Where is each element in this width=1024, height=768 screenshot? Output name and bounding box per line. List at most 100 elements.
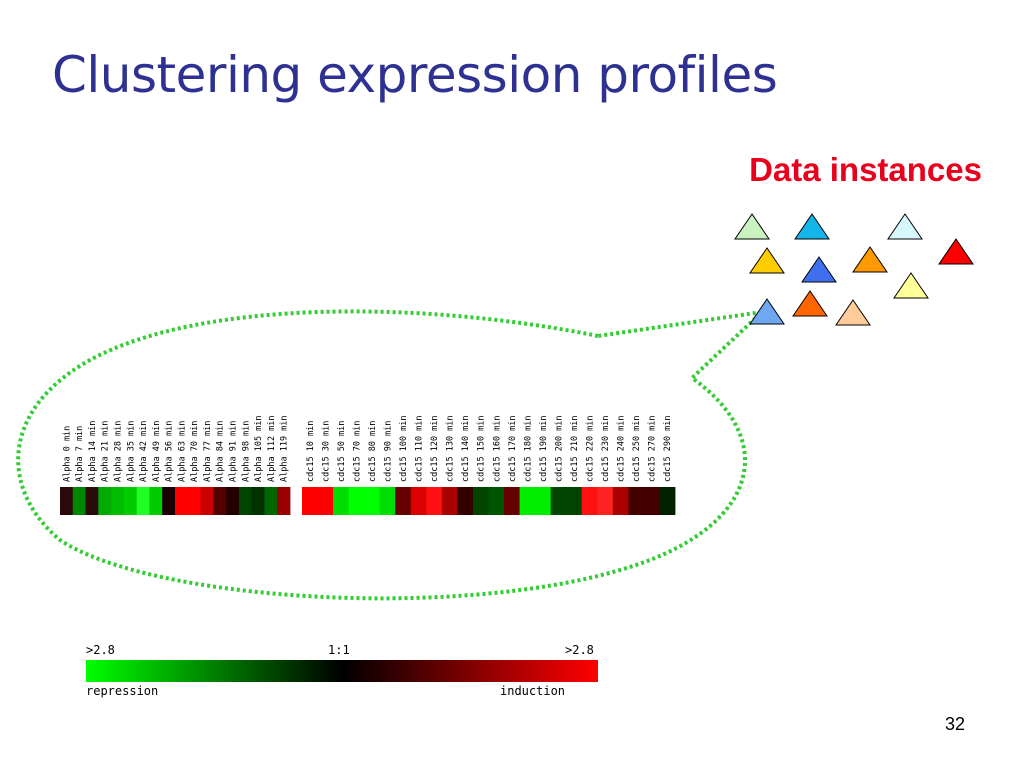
heatmap-column-label: cdc15 190 min: [539, 415, 549, 482]
heatmap-column-label: Alpha 56 min: [165, 421, 175, 482]
heatmap-column-label: Alpha 49 min: [152, 421, 162, 482]
heatmap-cell: [535, 487, 552, 515]
heatmap-column-label: Alpha 21 min: [101, 421, 111, 482]
heatmap-cell: [519, 487, 536, 515]
triangle-instance: [734, 213, 770, 240]
heatmap-cell: [60, 487, 74, 515]
heatmap-cell: [395, 487, 412, 515]
triangle-instance: [801, 256, 837, 283]
heatmap-column-label: cdc15 90 min: [383, 421, 393, 482]
heatmap-cell: [85, 487, 99, 515]
slide-title: Clustering expression profiles: [52, 46, 778, 104]
heatmap-column-label: cdc15 240 min: [617, 415, 627, 482]
heatmap-cell: [612, 487, 629, 515]
triangle-instance: [852, 246, 888, 273]
color-scale-bar: [86, 660, 598, 682]
scale-induction-label: induction: [500, 684, 566, 698]
triangle-group: [734, 213, 974, 326]
heatmap-cell: [187, 487, 201, 515]
heatmap-column-label: cdc15 250 min: [632, 415, 642, 482]
heatmap-cell: [597, 487, 614, 515]
scale-center-value: 1:1: [328, 643, 350, 657]
heatmap-cell: [348, 487, 365, 515]
heatmap-row: [60, 487, 676, 515]
heatmap-column-label: cdc15 140 min: [461, 415, 471, 482]
heatmap-column-label: Alpha 91 min: [229, 421, 239, 482]
heatmap-cell: [72, 487, 86, 515]
heatmap-column-label: cdc15 230 min: [601, 415, 611, 482]
heatmap-column-label: cdc15 30 min: [321, 421, 331, 482]
heatmap-cell: [213, 487, 227, 515]
heatmap-column-label: Alpha 63 min: [177, 421, 187, 482]
heatmap-cell: [364, 487, 381, 515]
triangle-instance: [893, 272, 929, 299]
heatmap-cell: [643, 487, 660, 515]
triangle-instance: [835, 299, 871, 326]
triangle-instance: [794, 213, 830, 240]
heatmap-cell: [457, 487, 474, 515]
heatmap-column-label: cdc15 180 min: [523, 415, 533, 482]
heatmap-cell: [302, 487, 318, 515]
heatmap-column-label: Alpha 70 min: [190, 421, 200, 482]
heatmap-column-label: Alpha 14 min: [88, 421, 98, 482]
heatmap-column-label: Alpha 112 min: [267, 415, 277, 482]
heatmap-cell: [200, 487, 214, 515]
heatmap-column-label: cdc15 160 min: [492, 415, 502, 482]
heatmap-cell: [149, 487, 163, 515]
heatmap-column-label: Alpha 42 min: [139, 421, 149, 482]
heatmap-cell: [226, 487, 240, 515]
heatmap-cell: [441, 487, 458, 515]
heatmap-cell: [379, 487, 396, 515]
page-number: 32: [944, 714, 965, 734]
heatmap-column-label: cdc15 130 min: [446, 415, 456, 482]
heatmap-cell: [504, 487, 520, 515]
heatmap-column-label: Alpha 119 min: [280, 415, 290, 482]
heatmap-column-label: Alpha 35 min: [126, 421, 136, 482]
triangle-instance: [749, 247, 785, 274]
heatmap-cell: [628, 487, 645, 515]
heatmap-cell: [410, 487, 427, 515]
triangle-instance: [792, 290, 828, 317]
heatmap-column-label: cdc15 110 min: [415, 415, 425, 482]
triangle-instance: [938, 238, 974, 265]
heatmap-column-label: cdc15 100 min: [399, 415, 409, 482]
heatmap-cell: [136, 487, 150, 515]
data-instances-label: Data instances: [749, 151, 982, 188]
heatmap-column-label: cdc15 80 min: [368, 421, 378, 482]
heatmap-column-label: cdc15 200 min: [554, 415, 564, 482]
heatmap-cell: [317, 487, 334, 515]
heatmap-column-label: Alpha 7 min: [75, 426, 85, 482]
heatmap-column-label: cdc15 120 min: [430, 415, 440, 482]
heatmap-column-label: cdc15 10 min: [306, 421, 316, 482]
heatmap-cell: [333, 487, 350, 515]
heatmap-cell: [426, 487, 443, 515]
heatmap-column-label: Alpha 77 min: [203, 421, 213, 482]
heatmap-cell: [277, 487, 291, 515]
triangle-instance: [749, 298, 785, 325]
heatmap-column-label: Alpha 0 min: [62, 426, 72, 482]
heatmap-column-label: Alpha 105 min: [254, 415, 264, 482]
heatmap-cell: [175, 487, 189, 515]
triangle-instance: [887, 213, 923, 240]
cluster-outline: [16, 309, 768, 601]
heatmap-column-label: Alpha 84 min: [216, 421, 226, 482]
heatmap-column-label: cdc15 170 min: [508, 415, 518, 482]
heatmap-cell: [550, 487, 567, 515]
scale-left-value: >2.8: [86, 643, 115, 657]
heatmap-cell: [488, 487, 505, 515]
heatmap-column-label: cdc15 210 min: [570, 415, 580, 482]
heatmap-cell: [111, 487, 125, 515]
scale-repression-label: repression: [86, 684, 159, 698]
scale-right-value: >2.8: [565, 643, 594, 657]
heatmap-cell: [581, 487, 598, 515]
heatmap-column-label: cdc15 290 min: [663, 415, 673, 482]
heatmap-cell: [264, 487, 278, 515]
heatmap-column-label: Alpha 28 min: [114, 421, 124, 482]
heatmap-cell: [98, 487, 112, 515]
heatmap-cell: [472, 487, 489, 515]
heatmap-cell: [123, 487, 138, 515]
heatmap-column-label: cdc15 220 min: [586, 415, 596, 482]
heatmap-cell: [659, 487, 676, 515]
